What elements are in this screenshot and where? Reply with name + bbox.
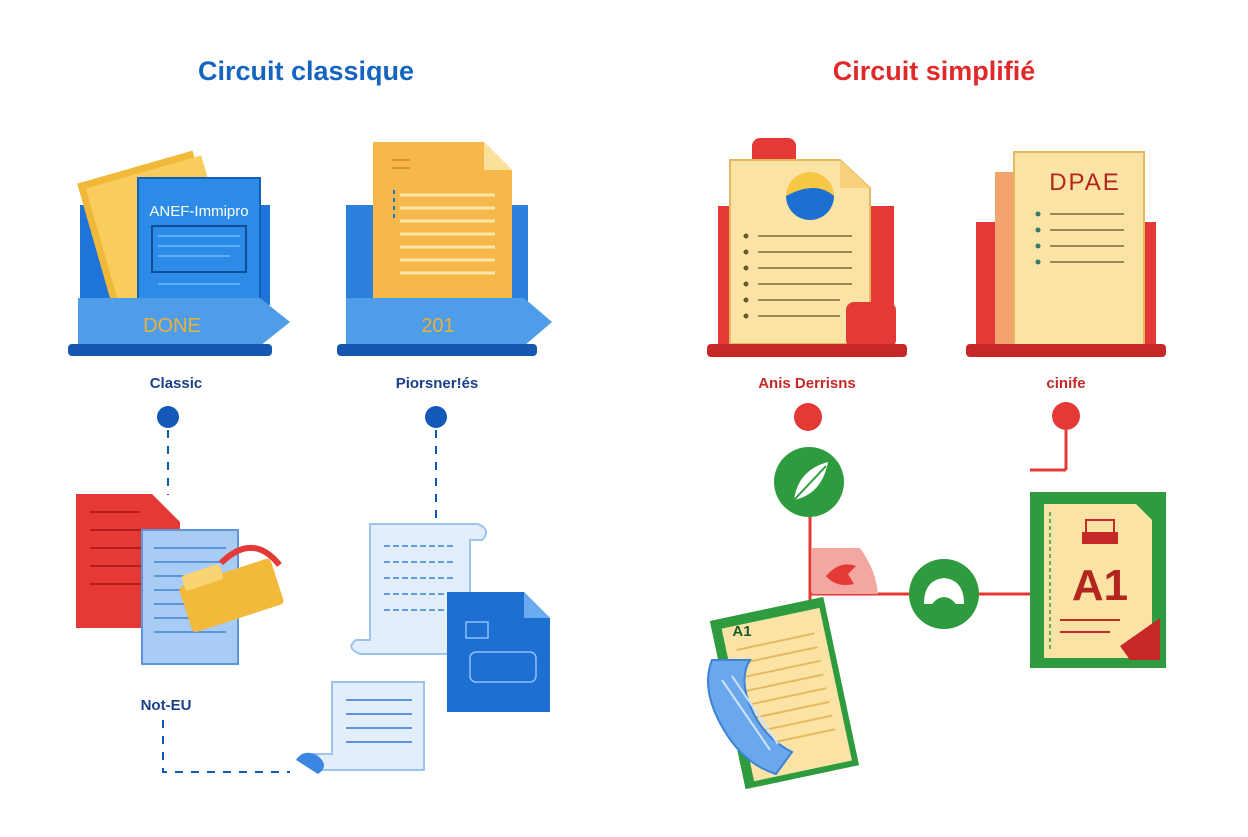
folder-base: [337, 344, 537, 356]
scroll-icon: [707, 659, 794, 776]
card1-banner: DONE: [143, 315, 201, 337]
caption-simplified-1: Anis Derrisns: [758, 375, 856, 392]
folder-icon: [179, 544, 284, 632]
node-dot: [157, 406, 179, 428]
document-icon: [137, 177, 261, 307]
connector-line: [162, 720, 290, 773]
classic-folder-1: ANEF-Immipro DONE: [68, 150, 290, 356]
title-classic: Circuit classique: [198, 56, 414, 86]
branch-label: Not-EU: [141, 697, 192, 714]
title-simplified: Circuit simplifié: [833, 56, 1036, 86]
caption-simplified-2: cinife: [1046, 375, 1085, 392]
document-icon: [1013, 151, 1145, 349]
classic-document-cluster: [76, 494, 284, 665]
result-badge: A1: [1072, 561, 1128, 610]
caption-classic: Classic: [150, 375, 203, 392]
node-dot: [794, 403, 822, 431]
caption-classic-2: Piorsner!és: [396, 375, 479, 392]
bird-icon: [812, 548, 878, 594]
simplified-folder-2: [966, 151, 1166, 357]
helmet-icon: [924, 578, 964, 604]
small-doc-label: A1: [732, 623, 751, 640]
card1-heading: ANEF-Immipro: [149, 203, 248, 220]
stack-document: [707, 596, 860, 790]
scroll-icon: [296, 681, 425, 774]
result-document: [1030, 492, 1166, 668]
node-dot: [1052, 402, 1080, 430]
card2-heading: DPAE: [1049, 169, 1121, 196]
folder-banner: [78, 298, 290, 346]
folder-base: [68, 344, 272, 356]
card2-banner: 201: [421, 315, 454, 337]
feather-icon: [793, 462, 828, 501]
simplified-folder-1: [707, 138, 907, 357]
node-dot: [425, 406, 447, 428]
folder-base: [966, 344, 1166, 357]
folder-banner: [346, 298, 552, 346]
document-icon: [373, 142, 512, 300]
document-icon: [447, 592, 550, 712]
classic-folder-2: 201: [337, 142, 552, 356]
folder-base: [707, 344, 907, 357]
